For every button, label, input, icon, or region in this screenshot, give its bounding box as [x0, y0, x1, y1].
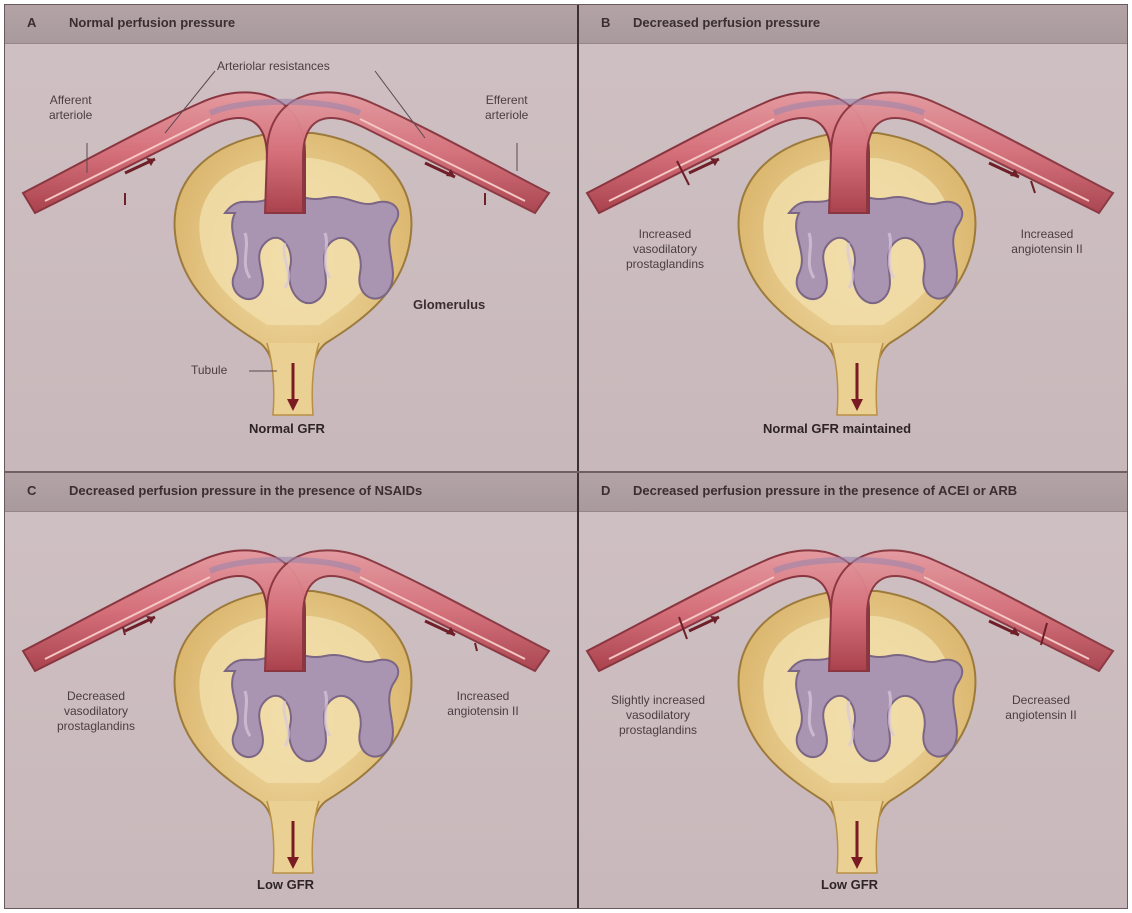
panel-c-left-line2: vasodilatory	[41, 704, 151, 719]
arteriolar-resistances-label: Arteriolar resistances	[217, 59, 330, 74]
panel-d-right-line2: angiotensin II	[991, 708, 1091, 723]
panel-b-title: Decreased perfusion pressure	[633, 15, 820, 30]
panel-c-header: C Decreased perfusion pressure in the pr…	[5, 473, 577, 512]
panel-b-result: Normal GFR maintained	[763, 421, 911, 436]
panel-a: A Normal perfusion pressure Arteriolar r…	[5, 5, 577, 471]
panel-b-left-label: Increased vasodilatory prostaglandins	[615, 227, 715, 272]
panel-d-right-line1: Decreased	[991, 693, 1091, 708]
panel-a-title: Normal perfusion pressure	[69, 15, 235, 30]
panel-c-title: Decreased perfusion pressure in the pres…	[69, 483, 422, 498]
panel-a-letter: A	[27, 15, 36, 30]
panel-c-left-line1: Decreased	[41, 689, 151, 704]
panel-c-left-label: Decreased vasodilatory prostaglandins	[41, 689, 151, 734]
panel-b-efferent-constricted-icon	[1031, 181, 1035, 193]
panel-c-left-line3: prostaglandins	[41, 719, 151, 734]
panel-c: C Decreased perfusion pressure in the pr…	[5, 473, 577, 908]
tubule-label: Tubule	[191, 363, 227, 378]
panel-b-header: B Decreased perfusion pressure	[579, 5, 1127, 44]
panel-d-right-label: Decreased angiotensin II	[991, 693, 1091, 723]
panel-c-right-line2: angiotensin II	[433, 704, 533, 719]
panel-b-left-line3: prostaglandins	[615, 257, 715, 272]
efferent-line1: Efferent	[485, 93, 528, 108]
panel-c-result: Low GFR	[257, 877, 314, 892]
panel-a-header: A Normal perfusion pressure	[5, 5, 577, 44]
panel-b-right-line2: angiotensin II	[997, 242, 1097, 257]
horizontal-divider	[5, 471, 1127, 473]
panel-a-result: Normal GFR	[249, 421, 325, 436]
panel-b-right-line1: Increased	[997, 227, 1097, 242]
afferent-line2: arteriole	[49, 108, 92, 123]
panel-c-right-line1: Increased	[433, 689, 533, 704]
panel-c-right-label: Increased angiotensin II	[433, 689, 533, 719]
panel-b-letter: B	[601, 15, 610, 30]
panel-c-efferent-constricted-icon	[475, 643, 477, 651]
afferent-arteriole-label: Afferent arteriole	[49, 93, 92, 123]
efferent-line2: arteriole	[485, 108, 528, 123]
panel-b-right-label: Increased angiotensin II	[997, 227, 1097, 257]
panel-d-left-line3: prostaglandins	[593, 723, 723, 738]
panel-b-left-line1: Increased	[615, 227, 715, 242]
panel-d-letter: D	[601, 483, 610, 498]
panel-d-left-label: Slightly increased vasodilatory prostagl…	[593, 693, 723, 738]
efferent-arteriole-label: Efferent arteriole	[485, 93, 528, 123]
panel-b-left-line2: vasodilatory	[615, 242, 715, 257]
panel-d-result: Low GFR	[821, 877, 878, 892]
panel-d-header: D Decreased perfusion pressure in the pr…	[579, 473, 1127, 512]
figure: A Normal perfusion pressure Arteriolar r…	[4, 4, 1128, 909]
glomerulus-label: Glomerulus	[413, 297, 485, 312]
afferent-line1: Afferent	[49, 93, 92, 108]
panel-c-afferent-constricted-icon	[123, 627, 125, 635]
panel-d: D Decreased perfusion pressure in the pr…	[579, 473, 1127, 908]
vertical-divider	[577, 5, 579, 908]
panel-d-left-line2: vasodilatory	[593, 708, 723, 723]
panel-c-letter: C	[27, 483, 36, 498]
panel-b: B Decreased perfusion pressure Increased…	[579, 5, 1127, 471]
panel-d-title: Decreased perfusion pressure in the pres…	[633, 483, 1017, 498]
panel-d-left-line1: Slightly increased	[593, 693, 723, 708]
